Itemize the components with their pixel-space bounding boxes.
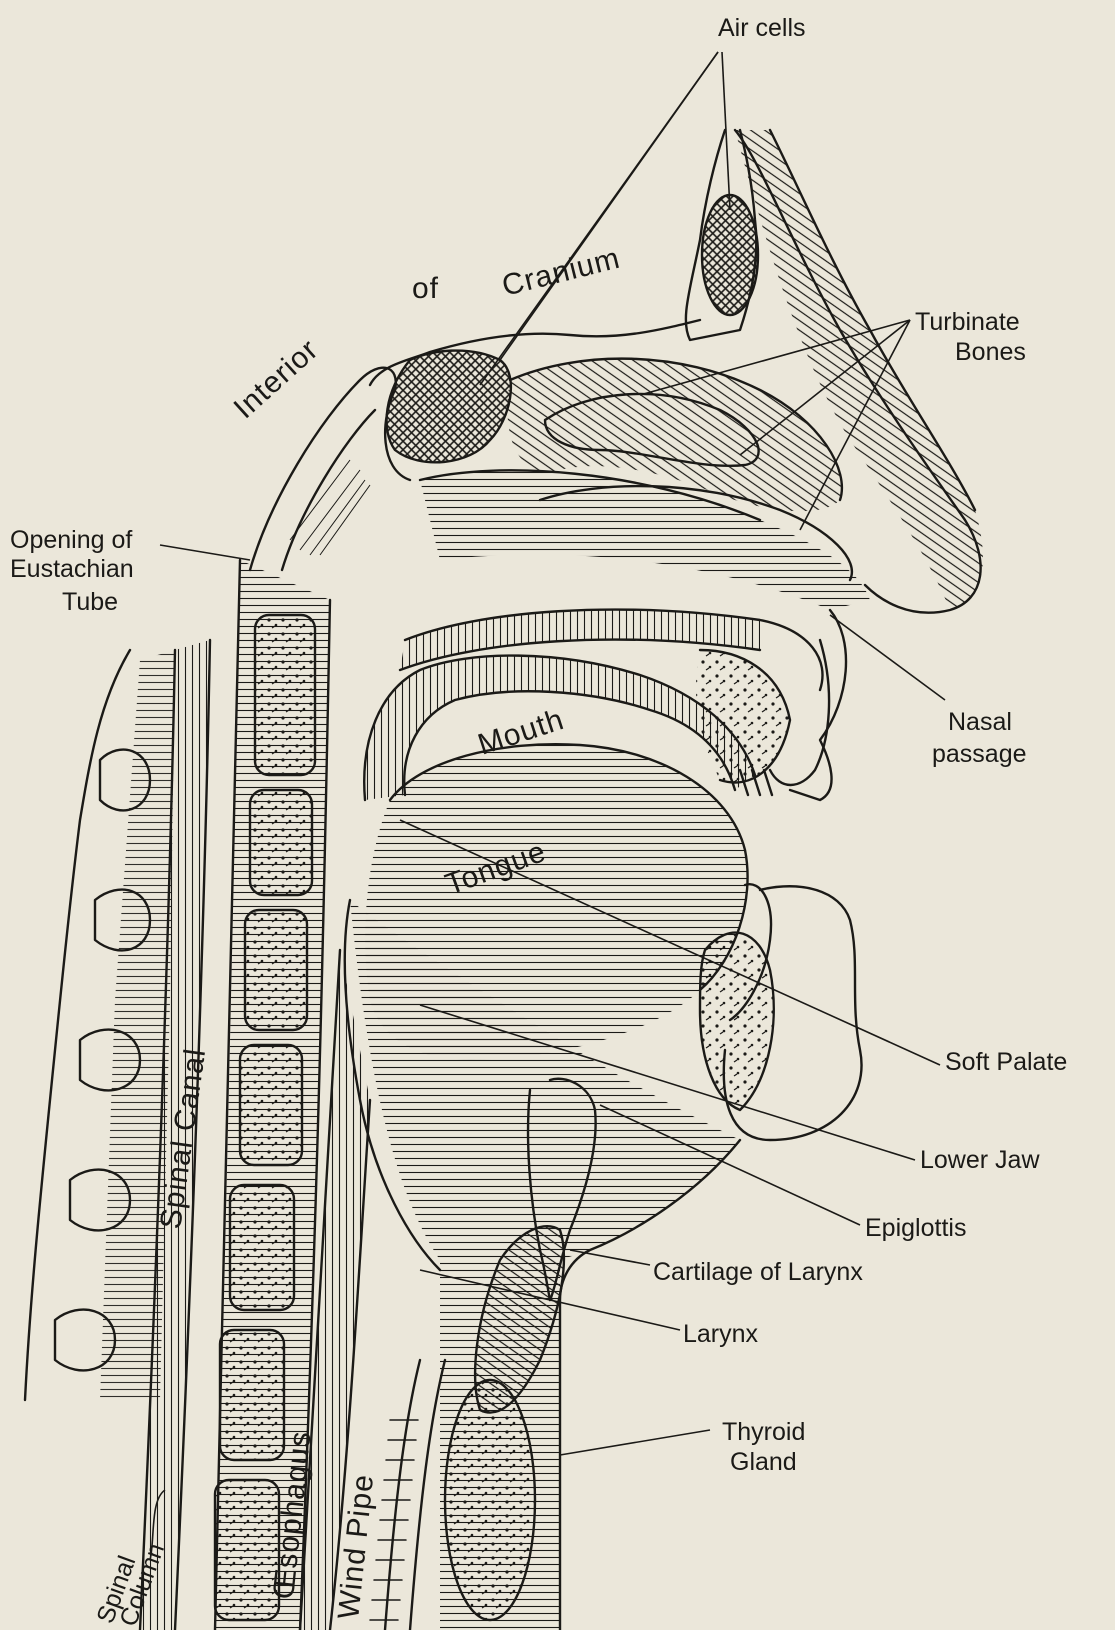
frontal-sinus (686, 130, 758, 340)
trachea-rings (370, 1360, 445, 1630)
label-cranium: Cranium (499, 242, 624, 303)
label-air-cells: Air cells (718, 14, 806, 42)
label-thyroid: Thyroid (722, 1418, 805, 1446)
label-tube: Tube (62, 588, 118, 616)
label-of: of (412, 272, 439, 305)
label-turbinate: Turbinate (915, 308, 1020, 336)
label-nasal: Nasal (948, 708, 1012, 736)
label-opening-of: Opening of (10, 526, 132, 554)
label-lower-jaw: Lower Jaw (920, 1146, 1040, 1174)
label-bones: Bones (955, 338, 1026, 366)
neck-back-processes (25, 650, 175, 1400)
label-cartilage-of-larynx: Cartilage of Larynx (653, 1258, 863, 1286)
label-passage: passage (932, 740, 1027, 768)
thyroid-gland (445, 1380, 535, 1620)
label-larynx: Larynx (683, 1320, 759, 1348)
label-gland: Gland (730, 1448, 797, 1476)
label-soft-palate: Soft Palate (945, 1048, 1067, 1076)
label-eustachian: Eustachian (10, 555, 134, 583)
label-epiglottis: Epiglottis (865, 1214, 966, 1242)
label-interior: Interior (228, 333, 325, 425)
